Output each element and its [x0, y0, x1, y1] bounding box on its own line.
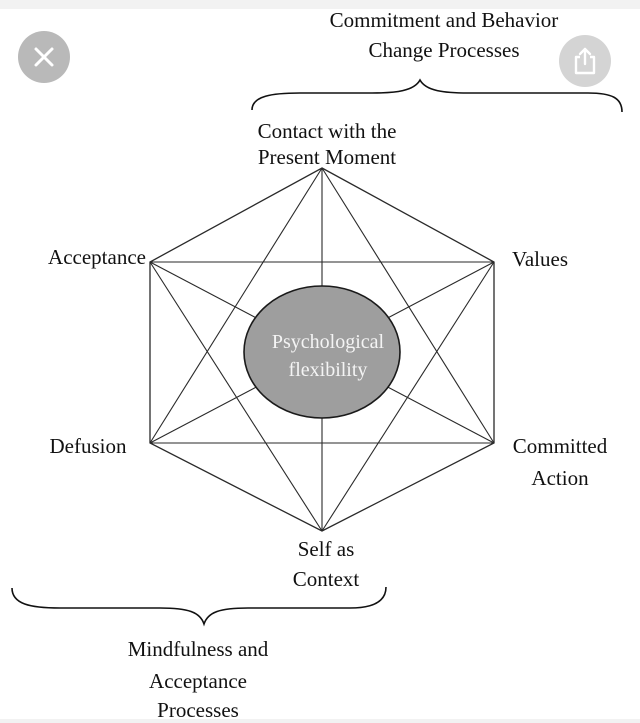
- share-button[interactable]: [559, 35, 611, 87]
- line-top-committed: [321, 167, 495, 444]
- bottom-strip: [0, 719, 640, 723]
- center-ellipse: [243, 285, 401, 419]
- node-values: Values: [512, 247, 568, 271]
- node-committed-line1: Committed: [513, 434, 608, 458]
- center-label-line1: Psychological: [272, 331, 385, 353]
- node-self-line2: Context: [293, 567, 360, 591]
- bottom-brace-label-line2: Acceptance: [149, 669, 247, 693]
- bottom-brace-label-line3: Processes: [157, 698, 239, 722]
- bottom-brace: [11, 586, 387, 627]
- line-acceptance-bottom: [149, 261, 323, 532]
- node-defusion: Defusion: [50, 434, 127, 458]
- node-contact-line1: Contact with the: [258, 119, 397, 143]
- node-self-line1: Self as: [298, 537, 355, 561]
- share-icon: [574, 47, 596, 75]
- top-strip: [0, 0, 640, 9]
- node-contact-line2: Present Moment: [258, 145, 396, 169]
- node-acceptance: Acceptance: [48, 245, 146, 269]
- top-brace-label-line2: Change Processes: [368, 38, 519, 62]
- close-button[interactable]: [18, 31, 70, 83]
- top-brace-label-line1: Commitment and Behavior: [330, 8, 559, 32]
- connection-lines: [149, 167, 495, 532]
- center-label-line2: flexibility: [289, 359, 368, 381]
- node-committed-line2: Action: [531, 466, 589, 490]
- bottom-brace-label-line1: Mindfulness and: [128, 637, 269, 661]
- line-top-defusion: [149, 167, 323, 444]
- line-values-bottom: [321, 261, 495, 532]
- top-brace: [251, 78, 623, 113]
- close-icon: [34, 47, 54, 67]
